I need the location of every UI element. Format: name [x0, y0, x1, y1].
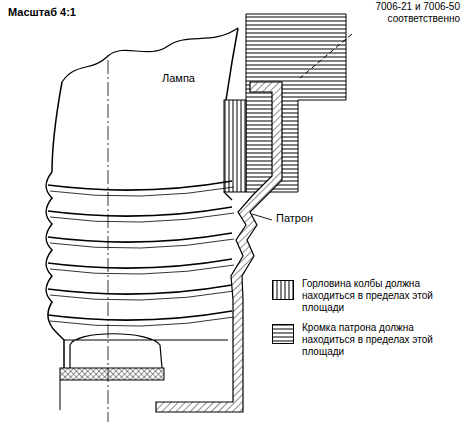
lamp-break-line: [62, 28, 238, 82]
thread-line: [48, 285, 232, 294]
legend-swatch: [272, 280, 294, 300]
thread-line: [48, 207, 232, 216]
legend-item: Кромка патрона должна находиться в преде…: [272, 322, 454, 358]
thread-line: [48, 259, 232, 268]
contact-plate: [60, 368, 164, 380]
thread-line: [50, 239, 234, 248]
reference-note: 7006-21 и 7006-50 соответственно: [334, 1, 460, 24]
lamp-left-edge: [52, 82, 62, 172]
legend-swatch: [272, 324, 294, 344]
thread-line: [48, 311, 232, 320]
legend-text: Горловина колбы должна находиться в пред…: [302, 278, 454, 314]
thread-line: [50, 291, 234, 300]
thread-line: [50, 317, 234, 326]
part-name: Патрон: [276, 212, 336, 225]
thread-line: [48, 233, 232, 242]
thread-line: [50, 265, 234, 274]
part-name: Лампа: [162, 72, 222, 85]
legend-item: Горловина колбы должна находиться в пред…: [272, 278, 454, 314]
insulator: [64, 334, 228, 368]
cap-shoulder: [224, 192, 232, 200]
thread-lines: [48, 181, 234, 326]
centre-line: [108, 60, 109, 422]
gauge-area: [246, 14, 346, 192]
lamp-body-edge: [226, 28, 238, 100]
holder-leader: [252, 214, 272, 220]
thread-line: [48, 181, 232, 190]
lampholder-wall: [156, 82, 282, 412]
neck-area: [224, 100, 246, 192]
thread-line: [50, 187, 234, 196]
legend-text: Кромка патрона должна находиться в преде…: [302, 322, 454, 358]
cap-bottom: [60, 380, 61, 410]
thread-line: [50, 213, 234, 222]
reference-leader: [300, 34, 352, 78]
scale-note: Масштаб 4:1: [8, 6, 138, 19]
